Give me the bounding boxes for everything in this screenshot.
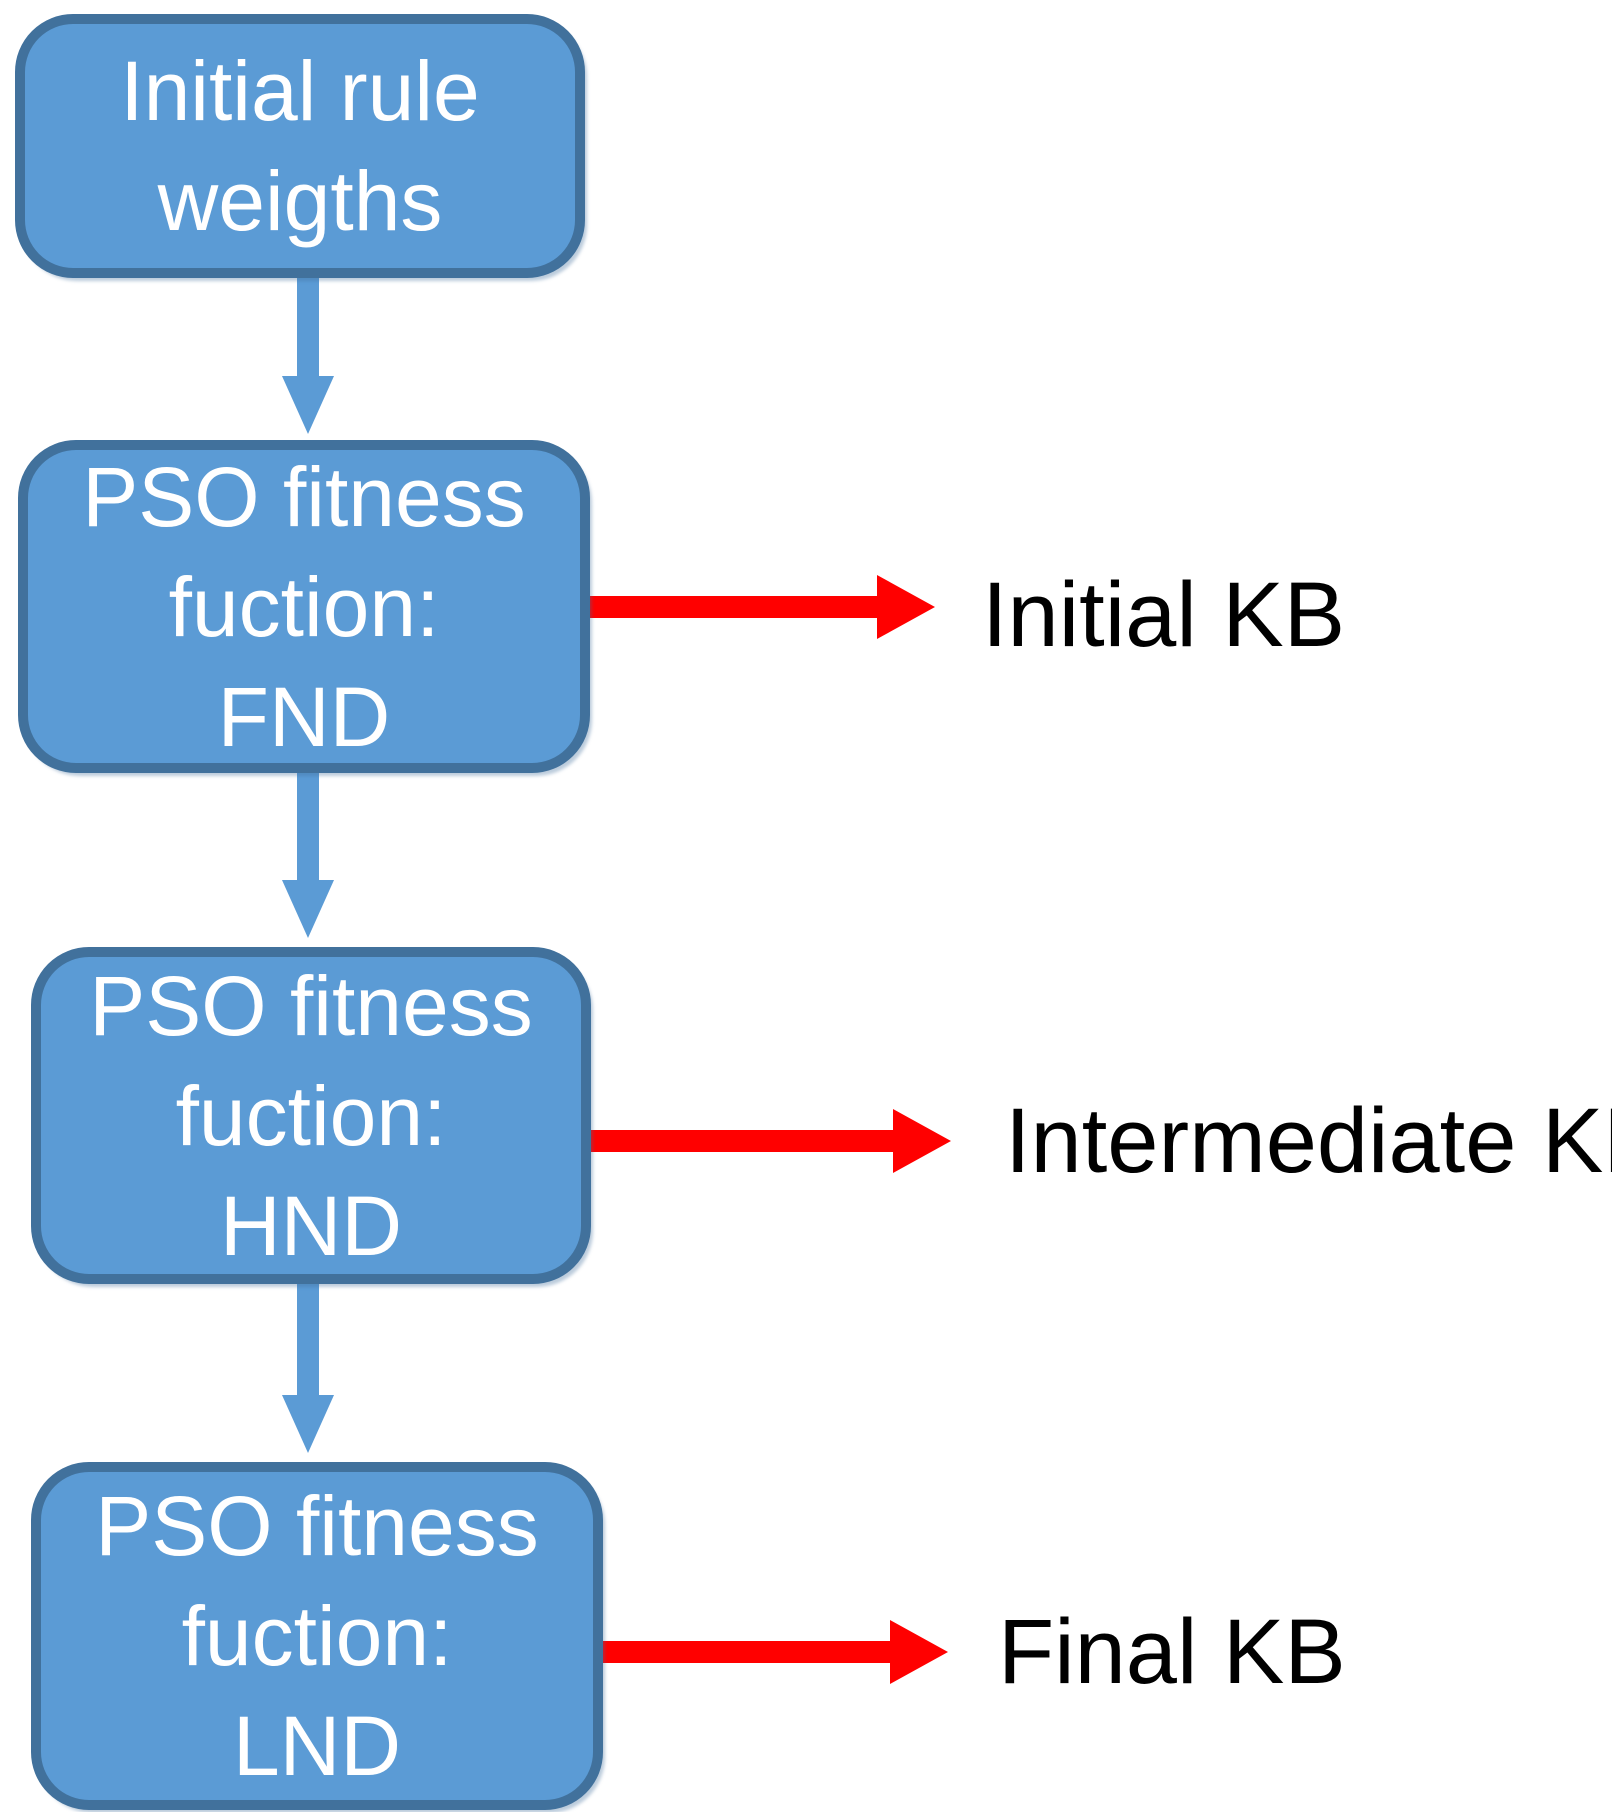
node-text-line: PSO fitness — [82, 449, 526, 544]
output-arrow-initial-kb — [588, 575, 935, 639]
node-text-line: LND — [232, 1699, 402, 1793]
node-text-line: fuction: — [175, 1068, 447, 1163]
down-arrow-shaft — [297, 770, 319, 880]
node-pso-fitness-hnd: PSO fitness fuction: HND — [31, 947, 591, 1284]
node-text-line: PSO fitness — [89, 958, 533, 1053]
down-arrow-1 — [282, 276, 334, 434]
output-arrow-shaft — [588, 596, 877, 618]
output-arrow-intermediate-kb — [584, 1109, 951, 1173]
node-text-line: PSO fitness — [95, 1479, 539, 1573]
down-arrow-3 — [282, 1281, 334, 1453]
node-text-line: HND — [220, 1178, 402, 1273]
node-text-line: Initial rule — [120, 44, 480, 138]
node-pso-fitness-fnd: PSO fitness fuction: FND — [18, 440, 590, 773]
output-arrow-head — [893, 1109, 951, 1173]
output-arrow-shaft — [595, 1641, 890, 1663]
label-initial-kb: Initial KB — [982, 564, 1346, 666]
down-arrow-head — [282, 376, 334, 434]
node-text-line: FND — [217, 669, 391, 764]
node-text-line: weigths — [157, 154, 443, 248]
node-pso-fitness-lnd: PSO fitness fuction: LND — [31, 1462, 603, 1810]
node-text-line: fuction: — [168, 559, 440, 654]
label-final-kb: Final KB — [998, 1601, 1346, 1703]
label-intermediate-kb: Intermediate KB — [1005, 1090, 1612, 1192]
down-arrow-head — [282, 880, 334, 938]
output-arrow-shaft — [584, 1130, 893, 1152]
down-arrow-head — [282, 1395, 334, 1453]
output-arrow-head — [890, 1620, 948, 1684]
output-arrow-final-kb — [595, 1620, 948, 1684]
down-arrow-2 — [282, 770, 334, 938]
down-arrow-shaft — [297, 1281, 319, 1395]
node-text-line: fuction: — [181, 1589, 453, 1683]
node-initial-rule-weights: Initial rule weigths — [15, 14, 585, 278]
down-arrow-shaft — [297, 276, 319, 376]
output-arrow-head — [877, 575, 935, 639]
